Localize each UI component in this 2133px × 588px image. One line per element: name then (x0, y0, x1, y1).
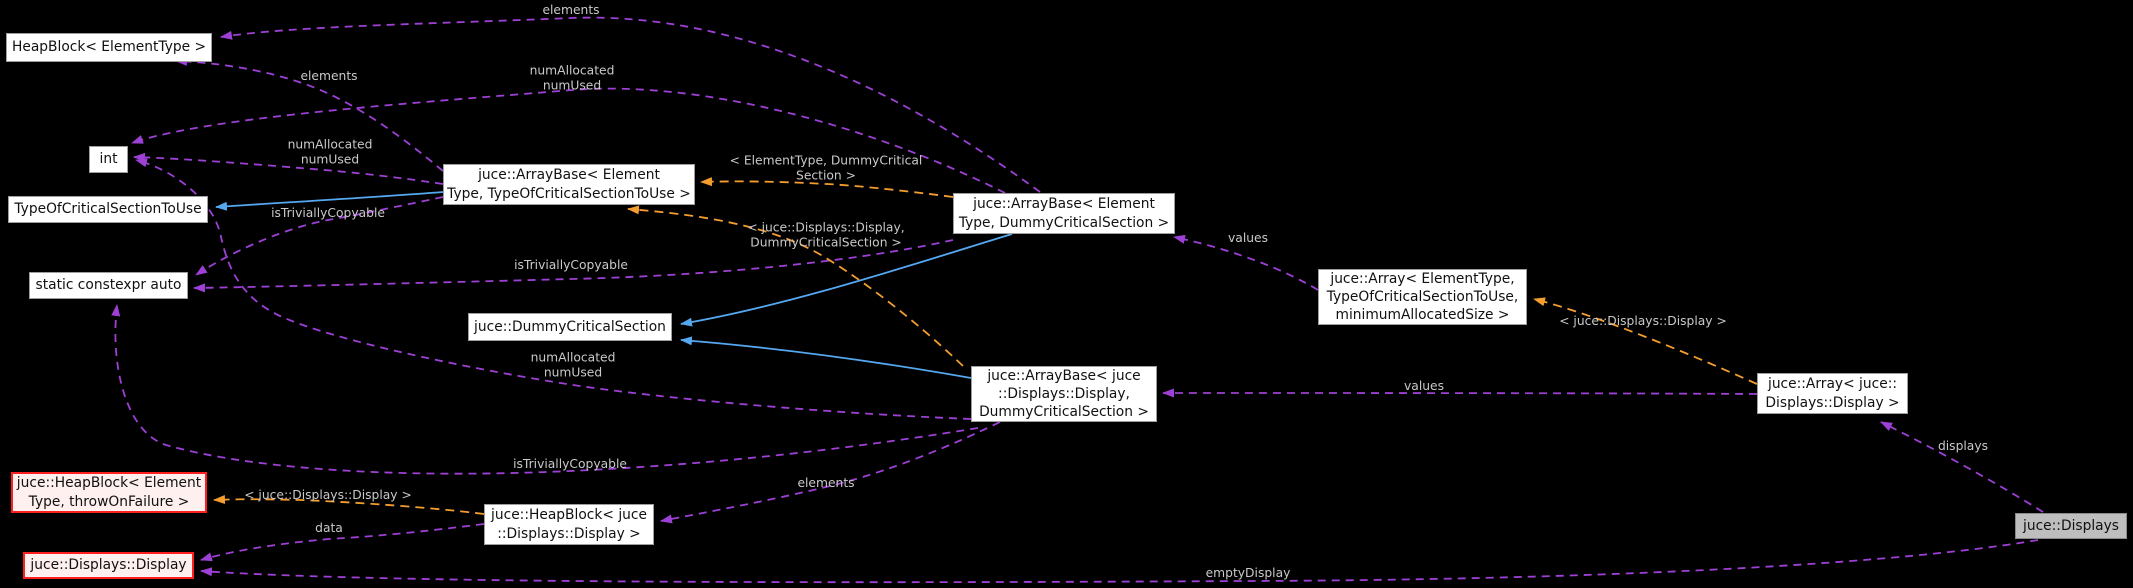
edge-label-values-right: values (1228, 230, 1268, 245)
edge-label-elements-bottom: elements (797, 475, 855, 490)
edge-inherit-dummy-2 (680, 336, 972, 379)
edge-template-elementtype-dummy (700, 177, 954, 198)
edge-label-data: data (315, 520, 343, 535)
edge-label-template-display-right: < juce::Displays::Display > (1559, 313, 1727, 328)
edge-numallocated-bottom (135, 158, 972, 420)
node-juce-heapblock-display[interactable]: juce::HeapBlock< juce ::Displays::Displa… (484, 504, 654, 545)
node-juce-arraybase-dummy[interactable]: juce::ArrayBase< Element Type, DummyCrit… (953, 193, 1175, 234)
edge-values-bottom (1162, 388, 1758, 398)
edge-label-numallocated-bottom: numAllocated numUsed (530, 350, 616, 380)
edge-label-emptydisplay: emptyDisplay (1205, 565, 1291, 580)
edge-istriviallycopyable-left (195, 196, 444, 276)
node-int[interactable]: int (89, 146, 128, 173)
edge-template-display-right (1533, 297, 1758, 385)
edge-inherit-tocstu (215, 191, 444, 211)
edge-label-elements-top: elements (542, 2, 600, 17)
edge-istriviallycopyable-bottom (111, 304, 979, 475)
edge-label-istriviallycopyable-mid: isTriviallyCopyable (514, 257, 628, 272)
edge-label-values-bottom: values (1404, 378, 1444, 393)
edge-label-numallocated-left: numAllocated numUsed (287, 137, 373, 167)
node-juce-dummycriticalsection[interactable]: juce::DummyCriticalSection (468, 313, 672, 341)
edge-template-display-left (213, 495, 485, 515)
edge-template-display-dummy (627, 205, 964, 367)
node-juce-array-display[interactable]: juce::Array< juce:: Displays::Display > (1757, 373, 1908, 414)
edge-emptydisplay (200, 539, 2039, 584)
edge-elements-bottom (660, 421, 1001, 524)
edge-inherit-dummy-1 (680, 233, 1013, 327)
node-juce-array-template[interactable]: juce::Array< ElementType, TypeOfCritical… (1318, 269, 1527, 325)
edge-label-template-display-left: < juce::Displays::Display > (244, 487, 412, 502)
edge-label-istriviallycopyable-left: isTriviallyCopyable (271, 205, 385, 220)
edge-label-istriviallycopyable-bottom: isTriviallyCopyable (513, 456, 627, 471)
edge-label-numallocated-top: numAllocated numUsed (529, 63, 615, 93)
node-static-constexpr-auto[interactable]: static constexpr auto (29, 272, 188, 299)
edge-label-elements-left: elements (300, 68, 358, 83)
edge-label-template-elementtype-dummy: < ElementType, DummyCritical Section > (729, 153, 923, 183)
node-typeofcriticalsectiontouse[interactable]: TypeOfCriticalSectionToUse (8, 196, 208, 223)
edge-label-displays: displays (1937, 438, 1989, 453)
node-juce-heapblock-template[interactable]: juce::HeapBlock< Element Type, throwOnFa… (11, 472, 207, 513)
edge-numallocated-left (133, 152, 444, 185)
node-juce-arraybase-display-dummy[interactable]: juce::ArrayBase< juce ::Displays::Displa… (971, 366, 1157, 422)
edge-istriviallycopyable-mid (193, 239, 954, 293)
node-juce-displays-display[interactable]: juce::Displays::Display (23, 552, 194, 579)
node-juce-displays: juce::Displays (2015, 513, 2127, 539)
edge-values-right (1173, 234, 1319, 291)
edge-numallocated-top (131, 87, 1006, 194)
node-juce-arraybase-tocstu[interactable]: juce::ArrayBase< Element Type, TypeOfCri… (443, 164, 695, 205)
edge-label-template-display-dummy: < juce::Displays::Display, DummyCritical… (747, 220, 905, 250)
node-heapblock-elementtype[interactable]: HeapBlock< ElementType > (6, 33, 212, 62)
edge-displays (1880, 421, 2044, 513)
edge-data (200, 523, 485, 562)
edge-elements-top (220, 16, 1041, 193)
